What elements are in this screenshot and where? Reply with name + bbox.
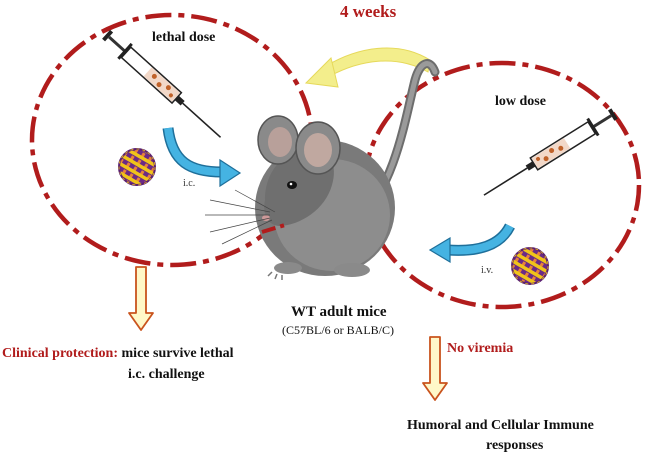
clinical-protection-highlight: Clinical protection: — [2, 346, 119, 361]
virus-particle-icon — [511, 247, 549, 285]
interval-label: 4 weeks — [340, 2, 397, 21]
clinical-protection-text: mice survive lethal — [118, 346, 234, 361]
lethal-dose-label: lethal dose — [152, 30, 216, 45]
clinical-protection-line: Clinical protection: mice survive lethal — [2, 346, 234, 362]
left-outcome-arrow — [128, 266, 154, 331]
right-outcome-arrow — [422, 336, 448, 401]
ic-route-label: i.c. — [183, 178, 196, 189]
subject-label: WT adult mice — [291, 304, 387, 320]
interval-arrow — [304, 47, 433, 88]
left-injection-arrow — [162, 127, 242, 188]
syringe-icon — [102, 29, 222, 138]
strain-label: (C57BL/6 or BALB/C) — [282, 323, 395, 337]
syringe-icon — [483, 108, 618, 196]
iv-route-label: i.v. — [481, 265, 494, 276]
challenge-label: i.c. challenge — [128, 367, 205, 382]
right-injection-arrow — [428, 223, 515, 264]
mouse-illustration — [205, 59, 440, 280]
immune-response-label: Humoral and Cellular Immune — [407, 418, 594, 433]
right-dashed-circle — [362, 60, 642, 310]
no-viremia-label: No viremia — [447, 341, 514, 356]
immune-response-label-2: responses — [486, 438, 544, 453]
low-dose-label: low dose — [495, 94, 546, 109]
virus-particle-icon — [118, 148, 156, 186]
